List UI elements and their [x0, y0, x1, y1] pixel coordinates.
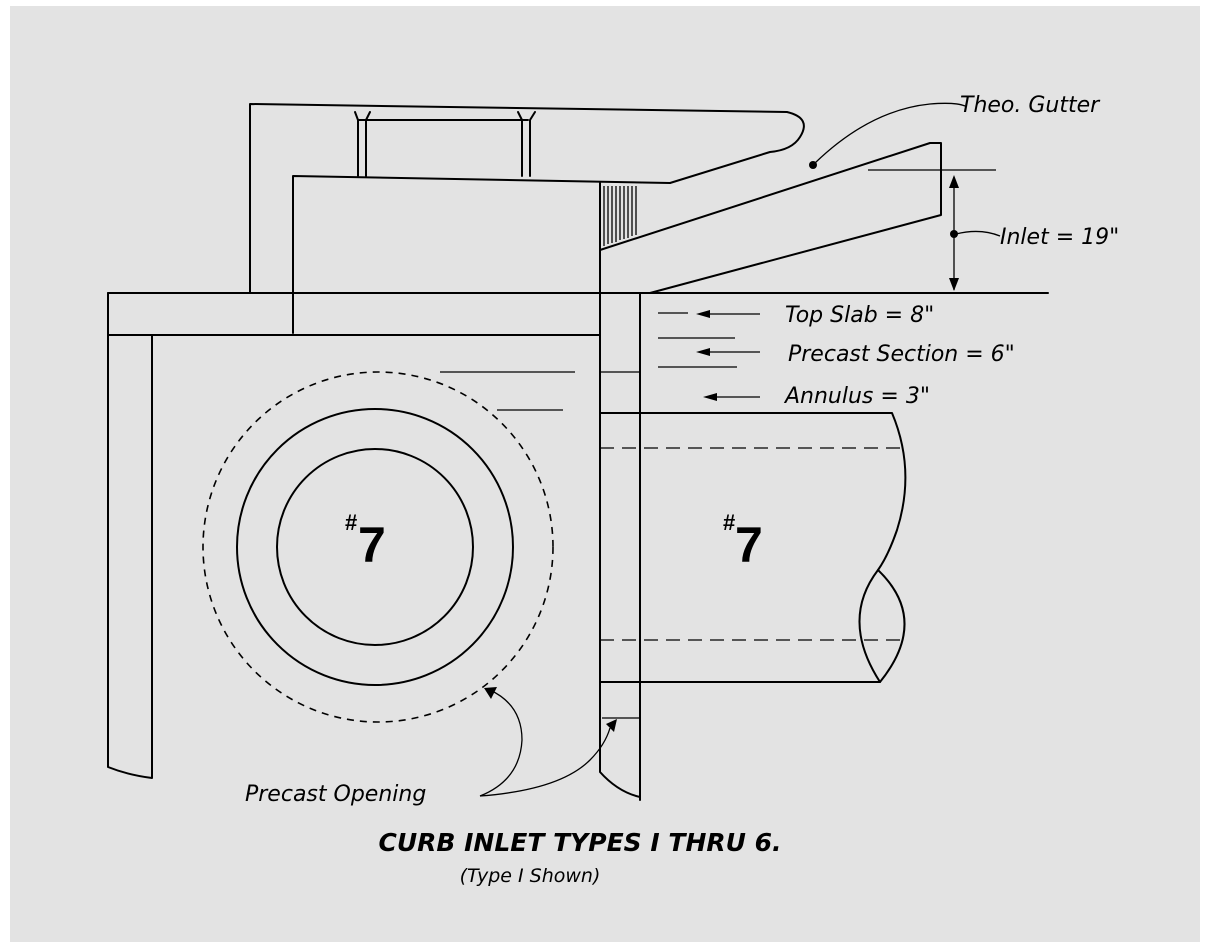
pipe-number-left: 7	[358, 517, 386, 573]
caption-subtitle: (Type I Shown)	[460, 865, 601, 887]
center-wall	[599, 292, 641, 798]
pipe-number-hash-right: #	[723, 510, 735, 535]
pipe-number-hash-left: #	[345, 510, 357, 535]
precast-opening-label: Precast Opening	[245, 782, 426, 807]
top-slab-label: Top Slab = 8"	[785, 303, 934, 328]
precast-section-label: Precast Section = 6"	[788, 342, 1015, 367]
drawing-background	[10, 6, 1200, 942]
caption-title: CURB INLET TYPES I THRU 6.	[378, 828, 781, 857]
leader-lines	[440, 102, 1001, 797]
outlet-pipe	[599, 412, 907, 719]
top-slab	[107, 292, 1049, 801]
curb-top	[249, 103, 805, 334]
annulus-label: Annulus = 3"	[783, 384, 930, 409]
pipe-number-right: 7	[735, 517, 763, 573]
inlet-label: Inlet = 19"	[1000, 225, 1119, 250]
gutter-wedge	[599, 142, 942, 294]
theo-gutter-label: Theo. Gutter	[960, 93, 1101, 118]
left-wall	[107, 292, 153, 779]
manhole-section	[202, 371, 554, 723]
